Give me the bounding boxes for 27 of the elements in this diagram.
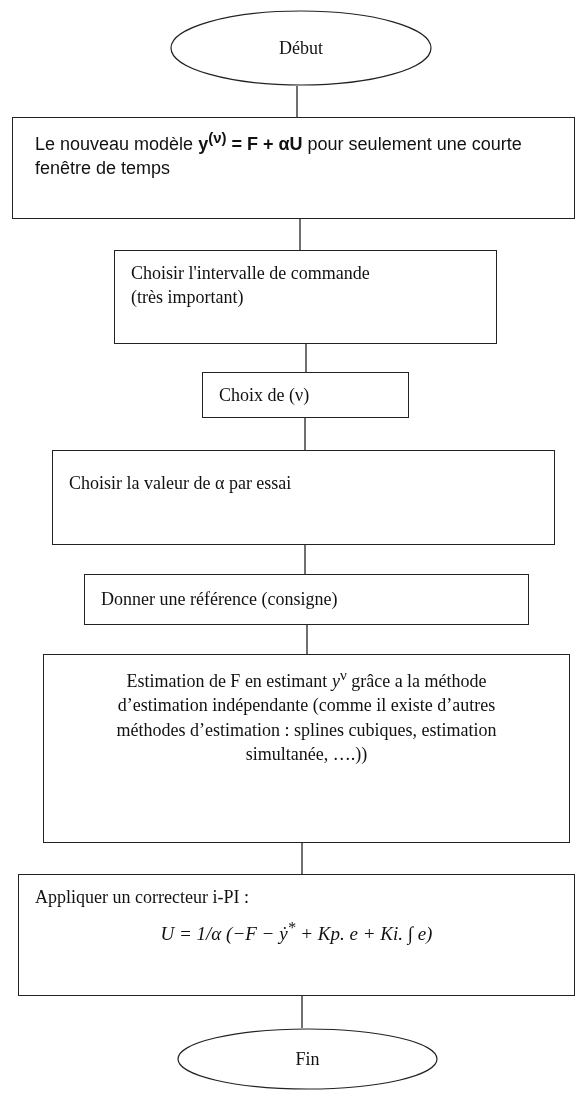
- terminal-ellipse: [170, 10, 432, 86]
- process-box: [12, 117, 575, 219]
- connector-line: [306, 624, 308, 655]
- formula-text: U = 1/α (−F − ẏ$^{*}$ + Kp. e + Ki. ∫ e): [159, 918, 434, 947]
- connector-line: [304, 544, 306, 575]
- process-box: [43, 654, 570, 843]
- connector-line: [301, 842, 303, 875]
- step-text: Choisir l'intervalle de commande (très important): [131, 262, 371, 310]
- process-box: [114, 250, 497, 344]
- process-box: [18, 874, 575, 996]
- process-box: [52, 450, 555, 545]
- connector-line: [305, 343, 307, 373]
- terminal-ellipse: [177, 1028, 438, 1090]
- step-text: Choisir la valeur de α par essai: [69, 472, 293, 495]
- process-box: [202, 372, 409, 418]
- process-box: [84, 574, 529, 625]
- step-text: Donner une référence (consigne): [101, 588, 339, 611]
- connector-line: [304, 417, 306, 451]
- connector-line: [299, 218, 301, 251]
- step-text: Début: [279, 36, 323, 60]
- step-text: Appliquer un correcteur i-PI :: [35, 886, 250, 909]
- step-text: Le nouveau modèle y$^{(ν)}$ = F + αU pour seulement une courte fenêtre de temps: [35, 128, 523, 181]
- connector-line: [296, 85, 298, 118]
- step-text: Estimation de F en estimant y$^{ν}$ grâce a la méthode d’estimation indépendante (comme il existe d’autres méthodes d’estimation : splines cubiques, estimation simultanée, ….)): [115, 666, 498, 766]
- step-text: Fin: [295, 1047, 320, 1071]
- connector-line: [301, 995, 303, 1029]
- step-text: Choix de (ν): [219, 384, 311, 407]
